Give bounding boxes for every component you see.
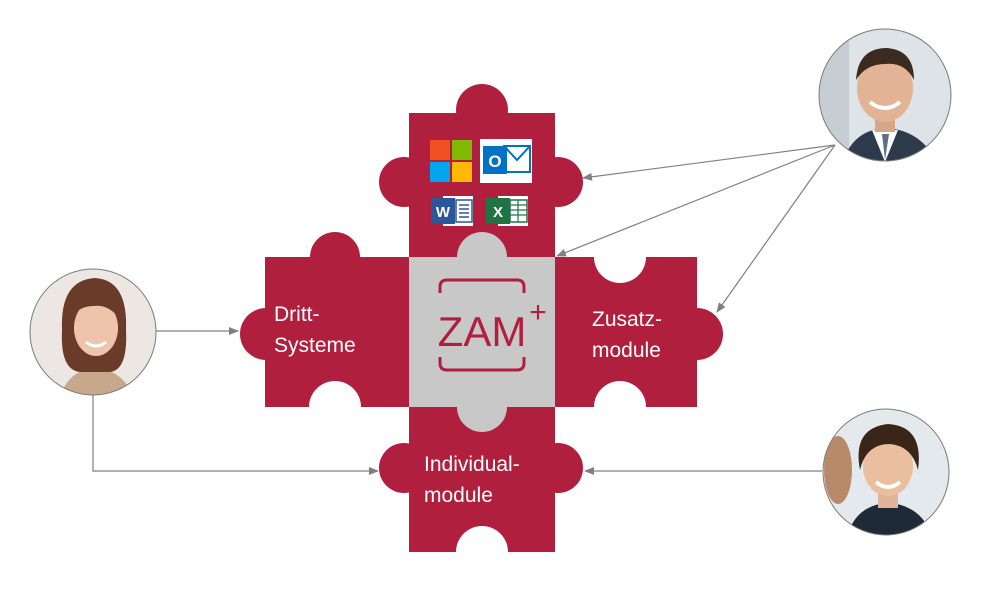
businessman-avatar xyxy=(818,28,952,162)
arrow-woman-to-individualmodule xyxy=(92,395,379,475)
puzzle-sockets xyxy=(309,231,646,578)
puzzle-piece-center xyxy=(409,232,555,432)
arrow-man-to-zam xyxy=(556,144,836,257)
arrow-man-to-office xyxy=(582,144,836,181)
outlook-icon: O xyxy=(480,139,532,183)
zusatzmodule-label-1: Zusatz- xyxy=(592,308,662,331)
woman-avatar-left xyxy=(29,268,157,396)
dritt-systeme-label-2: Systeme xyxy=(274,334,356,357)
arrow-man-to-zusatzmodule xyxy=(716,144,836,313)
individualmodule-label-2: module xyxy=(424,484,493,507)
puzzle-piece-right xyxy=(553,257,723,407)
zam-logo-plus: + xyxy=(529,296,547,329)
woman-avatar-right xyxy=(822,408,950,536)
arrows xyxy=(92,144,836,475)
excel-icon: X xyxy=(486,196,528,226)
zam-logo-text: ZAM xyxy=(438,308,527,355)
zam-logo: ZAM + xyxy=(438,278,547,372)
excel-letter: X xyxy=(493,204,503,221)
individualmodule-label-1: Individual- xyxy=(424,453,520,476)
outlook-letter: O xyxy=(488,152,501,171)
puzzle-piece-left xyxy=(240,232,411,407)
word-letter: W xyxy=(436,204,451,221)
word-icon: W xyxy=(431,196,473,226)
zusatzmodule-label-2: module xyxy=(592,339,661,362)
windows-icon xyxy=(430,140,472,182)
dritt-systeme-label-1: Dritt- xyxy=(274,303,320,326)
